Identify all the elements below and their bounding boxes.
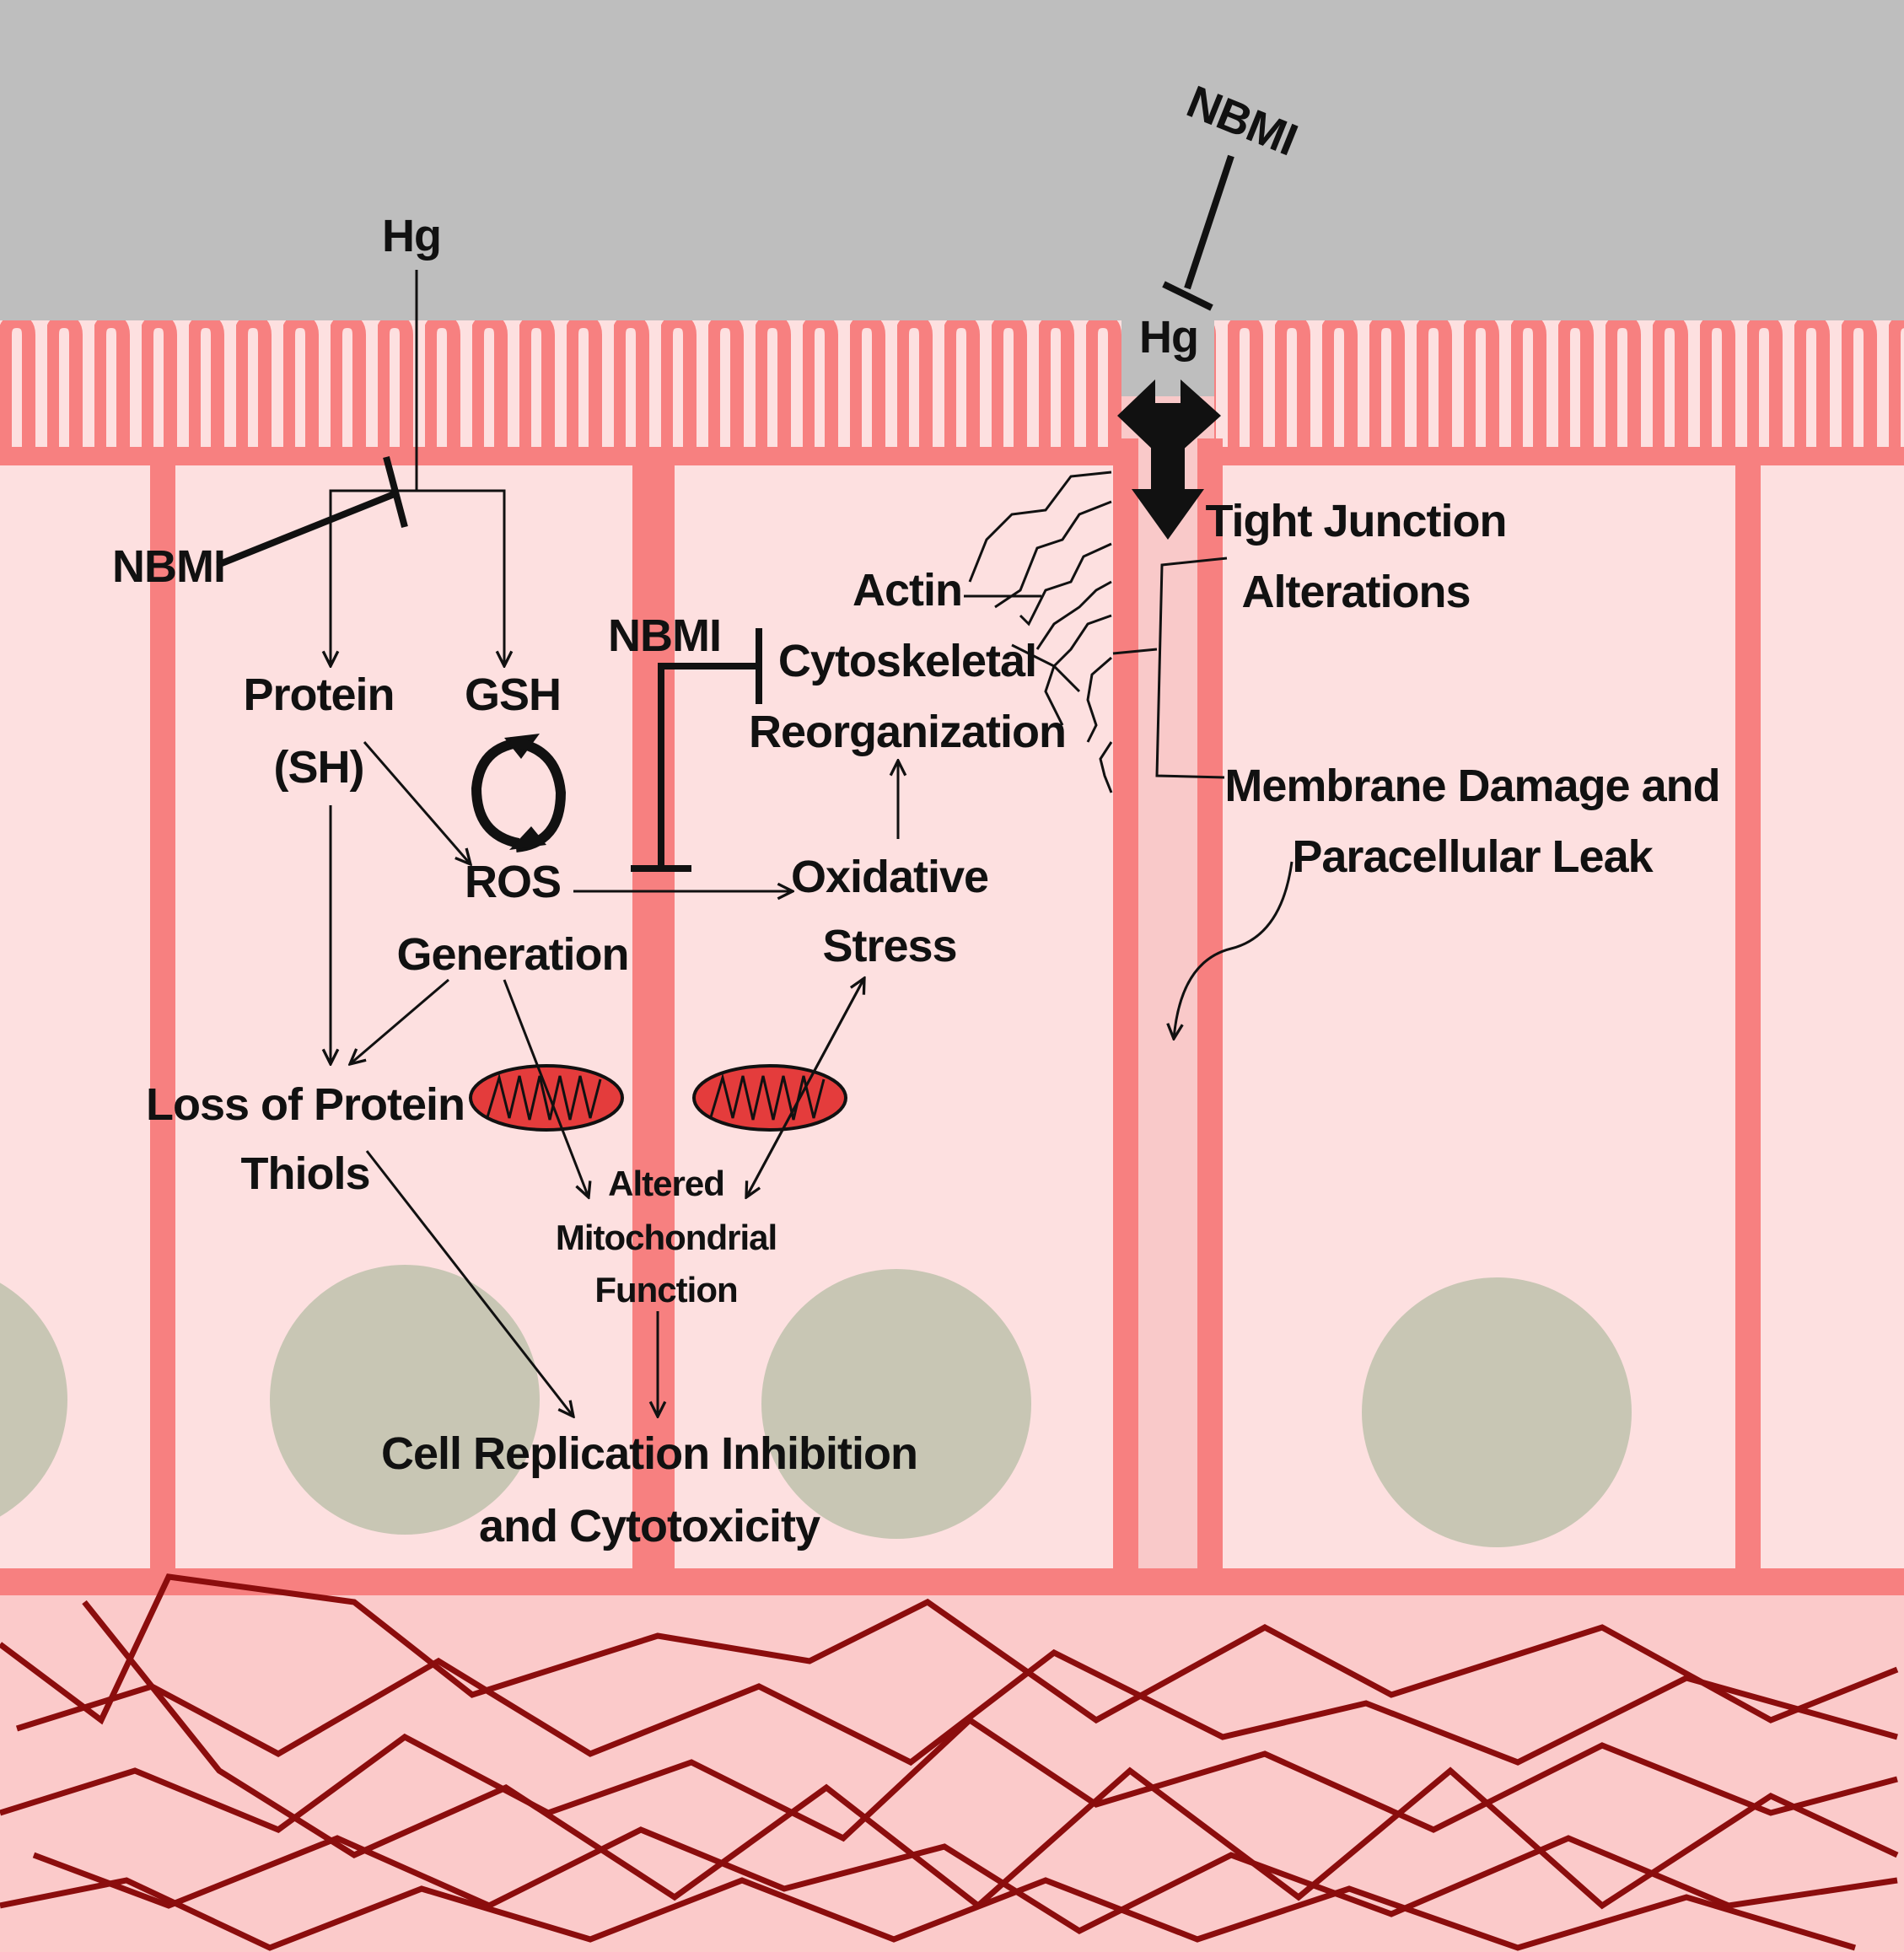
mitochondrion (692, 1064, 847, 1132)
fiber (0, 1573, 1899, 1725)
actin-filaments (968, 471, 1113, 793)
hg-entry-arrow (1117, 379, 1221, 540)
basal-membrane-line (0, 1568, 1904, 1595)
ros-to-loss-arrow (350, 978, 449, 1064)
thiols-label: Thiols (241, 1148, 370, 1199)
nbmi-mid-inhibitor (658, 663, 759, 868)
cytotoxicity-label: and Cytotoxicity (479, 1501, 820, 1551)
nbmi-top-inhibitor (1184, 154, 1234, 290)
function-label: Function (594, 1270, 737, 1309)
nbmi-mid-label: NBMI (608, 610, 721, 661)
bracket-to-actin (1112, 648, 1158, 655)
nbmi-left-bar (383, 455, 408, 529)
nucleus (1362, 1277, 1632, 1547)
tight-junction-label: Tight Junction (1206, 496, 1507, 546)
stress-label: Stress (822, 921, 956, 971)
hg-left-label: Hg (382, 211, 441, 261)
cell-wall (150, 447, 175, 1577)
nucleus (270, 1265, 540, 1535)
protein-sh-label: (SH) (274, 742, 364, 793)
apical-membrane (0, 447, 1904, 465)
microvilli-brush-border (0, 320, 1121, 455)
loss-to-cell-arrow (365, 1150, 573, 1417)
loss-of-protein-label: Loss of Protein (146, 1079, 465, 1130)
nucleus (0, 1283, 67, 1517)
oxidative-label: Oxidative (791, 852, 988, 902)
ros-generation-label: Generation (396, 929, 628, 980)
tight-junction-bracket (1155, 557, 1228, 779)
membrane-damage-label: Membrane Damage and (1224, 761, 1719, 811)
nbmi-top-bar (1162, 281, 1213, 311)
gsh-label: GSH (465, 669, 561, 720)
ros-label: ROS (465, 857, 561, 907)
fiber (82, 1600, 1899, 1910)
nbmi-left-label: NBMI (112, 541, 225, 592)
connective-tissue-fibers (0, 1573, 1899, 1951)
leak-curved-arrow (1174, 861, 1294, 1039)
paracellular-leak-label: Paracellular Leak (1292, 831, 1654, 882)
cell-wall (1735, 447, 1761, 1585)
altered-oxidative-arrow (745, 978, 864, 1198)
microvilli-brush-border-right (1214, 320, 1904, 455)
fiber (0, 1877, 1857, 1951)
nbmi-left-inhibitor (216, 490, 398, 568)
fiber (0, 1716, 1898, 1842)
cell-wall (1113, 438, 1138, 1594)
mitochondrion (469, 1064, 624, 1132)
actin-label: Actin (852, 565, 962, 616)
alterations-label: Alterations (1241, 567, 1470, 617)
gsh-recycle-icon (471, 734, 567, 852)
cell-replication-label: Cell Replication Inhibition (381, 1428, 917, 1479)
cell-wall (1197, 438, 1223, 1594)
fiber (15, 1648, 1898, 1766)
hg-right-label: Hg (1139, 312, 1198, 363)
protein-label: Protein (243, 669, 394, 720)
ros-to-altered-arrow (503, 979, 589, 1197)
fiber (32, 1826, 1898, 1935)
protein-to-ros-arrow (363, 741, 471, 864)
nucleus (761, 1269, 1031, 1539)
cytoskeletal-label: Cytoskeletal (778, 636, 1036, 686)
mitochondrial-label: Mitochondrial (556, 1218, 777, 1257)
altered-label: Altered (608, 1164, 724, 1203)
reorganization-label: Reorganization (749, 707, 1066, 757)
